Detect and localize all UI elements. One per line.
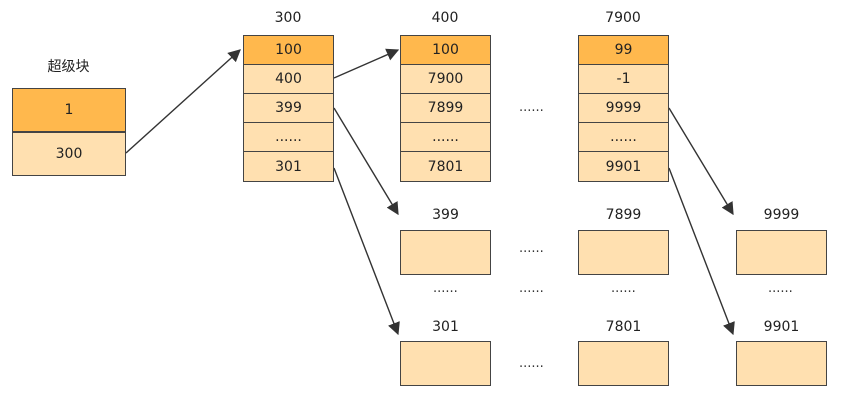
arrow-superblock-to-300 <box>125 49 241 154</box>
block-301-label: 301 <box>432 319 459 335</box>
arrow-400-to-block-400 <box>333 48 400 79</box>
block-400-cell-3: 7899 <box>400 93 491 123</box>
block-7900-cell-1: 99 <box>578 35 669 65</box>
block-300-cell-1: 100 <box>243 35 334 65</box>
block-300-cell-4: ...... <box>243 122 334 152</box>
block-7899-label: 7899 <box>605 207 642 223</box>
superblock-cell-2: 300 <box>12 132 126 176</box>
block-300-label: 300 <box>274 10 302 26</box>
arrow-9999-to-block-9999 <box>668 107 734 216</box>
block-9999 <box>736 230 827 275</box>
block-400-cell-1: 100 <box>400 35 491 65</box>
block-7899 <box>578 230 669 275</box>
ellipsis-col-4: ...... <box>768 281 793 296</box>
block-399-label: 399 <box>432 207 459 223</box>
block-400-cell-5: 7801 <box>400 151 491 182</box>
block-300-cell-2: 400 <box>243 64 334 94</box>
block-7801 <box>578 341 669 386</box>
block-300-cell-5: 301 <box>243 151 334 182</box>
superblock-title: 超级块 <box>47 59 90 75</box>
arrow-399-to-block-399 <box>333 107 399 216</box>
ellipsis-col-3: ...... <box>611 281 636 296</box>
block-7900-label: 7900 <box>605 10 641 26</box>
ellipsis-col-1: ...... <box>433 281 458 296</box>
superblock-cell-1: 1 <box>12 88 126 132</box>
block-7900-cell-3: 9999 <box>578 93 669 123</box>
ellipsis-row-399: ...... <box>519 241 544 256</box>
ellipsis-row-top: ...... <box>519 100 544 115</box>
block-7900-cell-4: ...... <box>578 122 669 152</box>
block-400-cell-2: 7900 <box>400 64 491 94</box>
block-399 <box>400 230 491 275</box>
arrow-301-to-block-301 <box>333 167 400 336</box>
ellipsis-col-2: ...... <box>519 281 544 296</box>
block-400-label: 400 <box>431 10 459 26</box>
block-9901 <box>736 341 827 386</box>
block-301 <box>400 341 491 386</box>
block-7900-cell-2: -1 <box>578 64 669 94</box>
block-7900-cell-5: 9901 <box>578 151 669 182</box>
block-7801-label: 7801 <box>605 319 642 335</box>
block-400-cell-4: ...... <box>400 122 491 152</box>
arrow-9901-to-block-9901 <box>668 167 735 336</box>
block-9901-label: 9901 <box>763 319 800 335</box>
block-9999-label: 9999 <box>763 207 800 223</box>
block-300-cell-3: 399 <box>243 93 334 123</box>
ellipsis-row-301: ...... <box>519 356 544 371</box>
